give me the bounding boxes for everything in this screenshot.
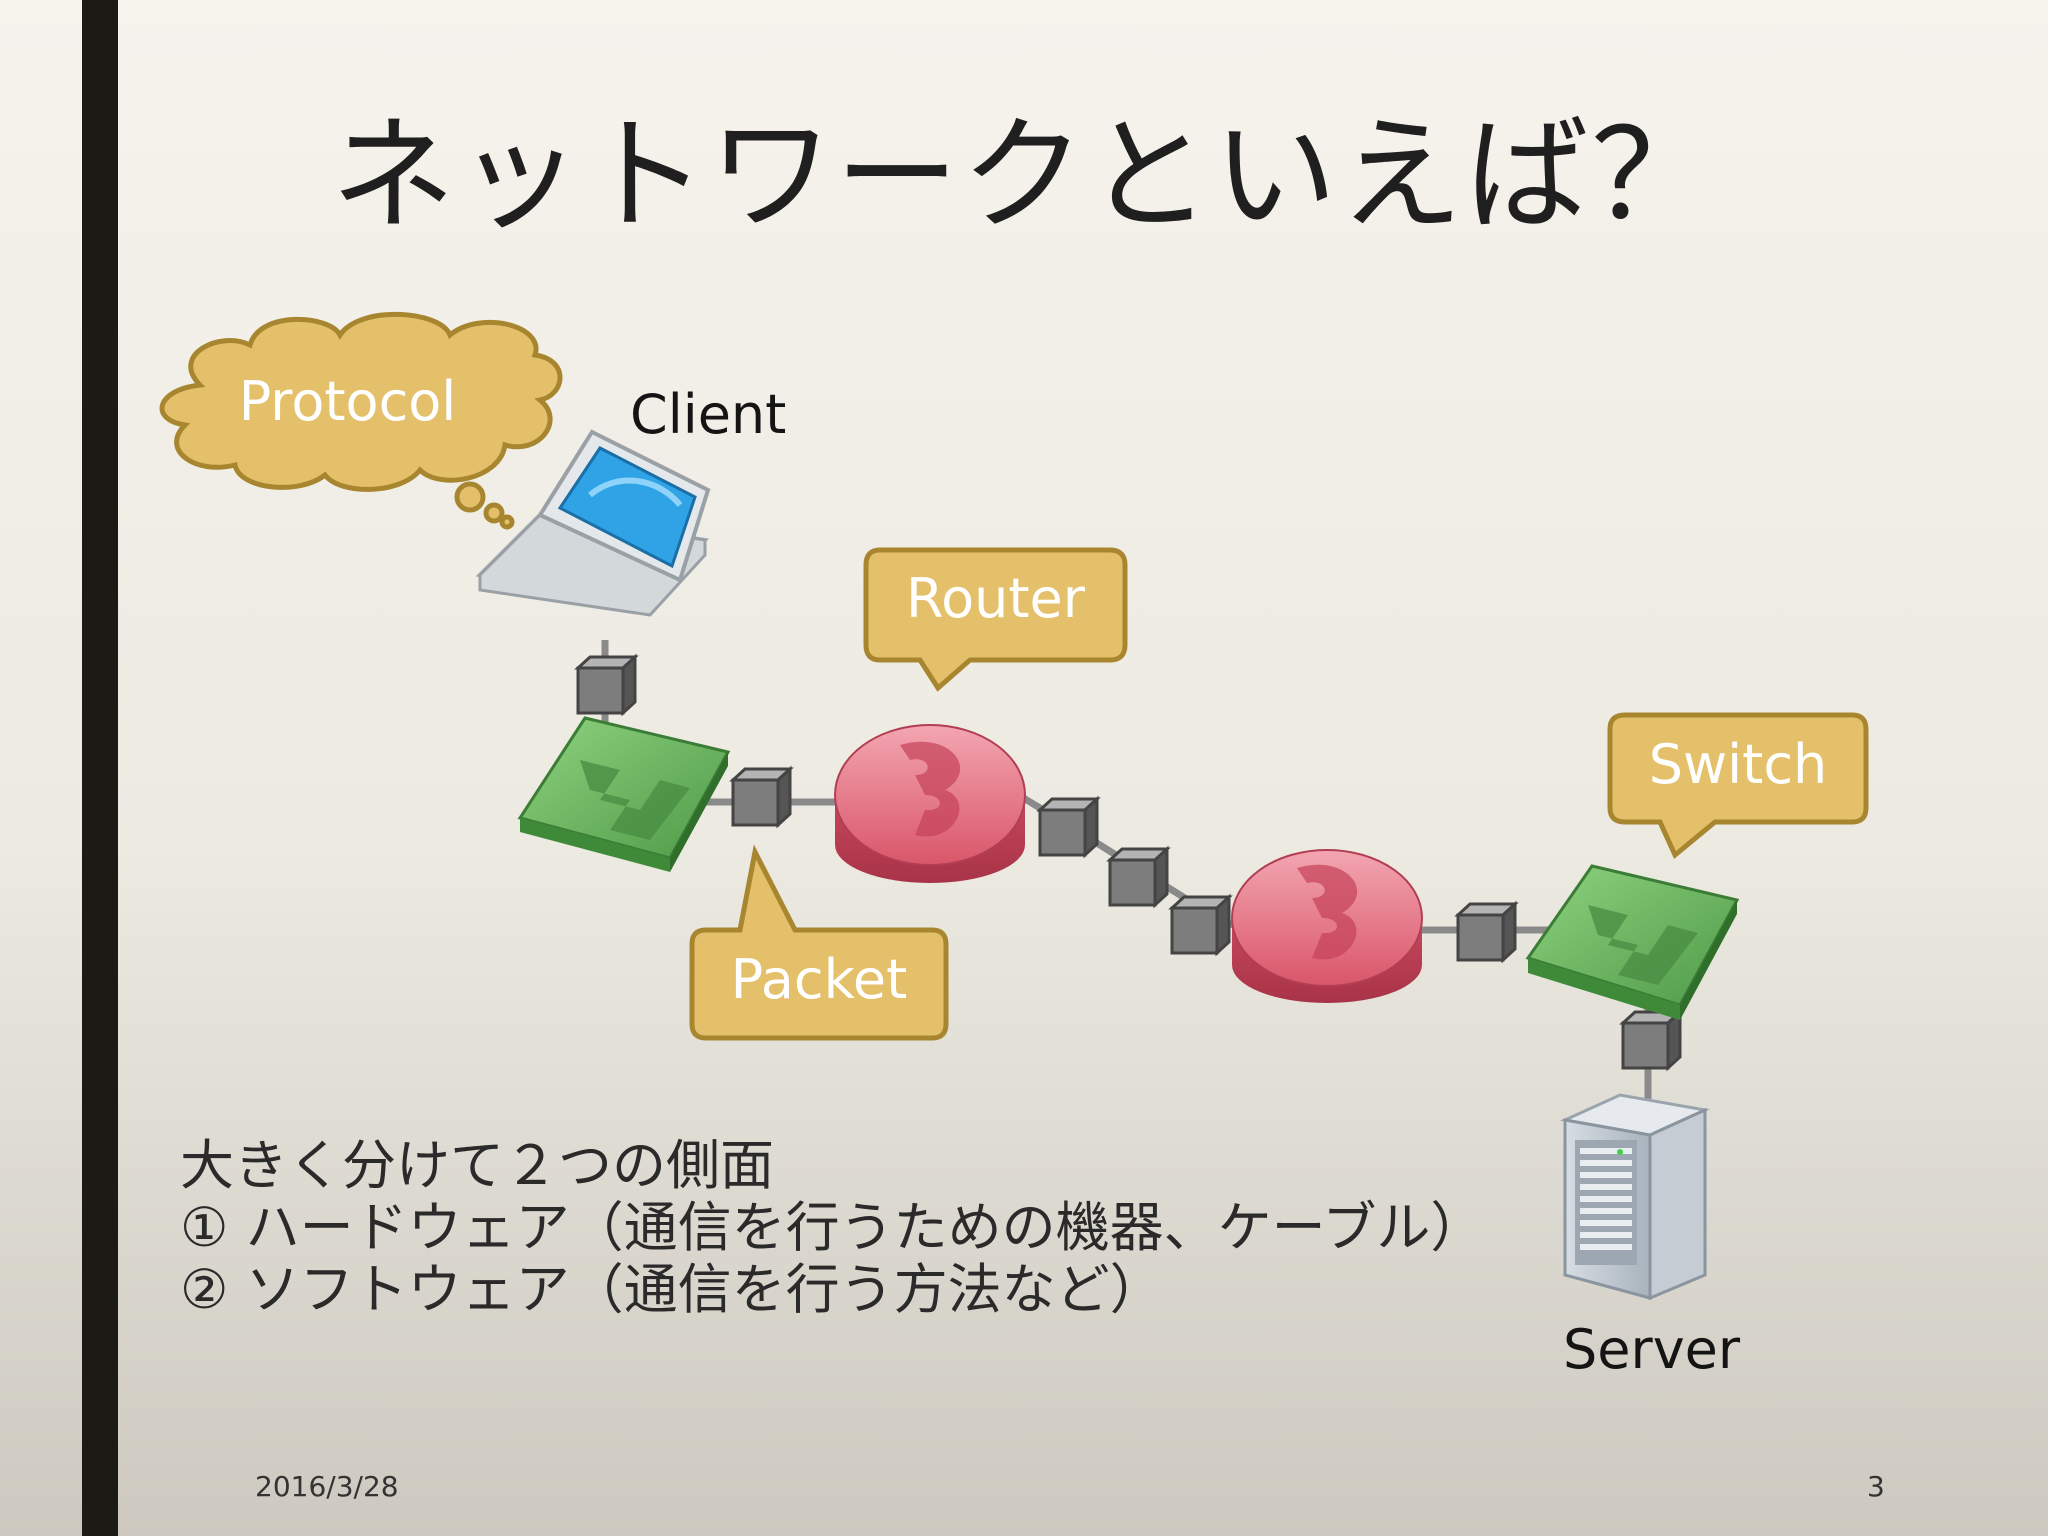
switch-callout-shape — [1607, 712, 1869, 860]
server-icon — [1559, 1093, 1711, 1301]
packet-cube-2 — [729, 765, 794, 829]
router-icon-1 — [834, 724, 1026, 883]
switch-icon-1 — [517, 716, 731, 872]
protocol-callout-label: Protocol — [238, 370, 457, 433]
switch-callout-label: Switch — [1648, 733, 1828, 796]
protocol-cloud-shape — [159, 311, 563, 530]
packet-cube-1 — [574, 653, 639, 717]
packet-cube-3 — [1036, 795, 1101, 859]
footer-date: 2016/3/28 — [255, 1470, 399, 1503]
switch-icon-2 — [1525, 864, 1740, 1020]
body-line-1: 大きく分けて２つの側面 — [180, 1134, 774, 1197]
packet-cube-7 — [1619, 1008, 1684, 1072]
packet-callout-label: Packet — [730, 948, 908, 1011]
router-icon-2 — [1231, 849, 1423, 1003]
packet-callout-shape — [689, 844, 949, 1041]
client-label: Client — [630, 383, 787, 446]
router-callout-shape — [863, 547, 1128, 692]
laptop-icon — [475, 429, 711, 617]
body-line-3: ② ソフトウェア（通信を行う方法など） — [180, 1258, 1164, 1321]
server-label: Server — [1563, 1318, 1741, 1381]
slide-title: ネットワークといえば？ — [330, 104, 1717, 248]
packet-icons — [574, 653, 1684, 1072]
packet-cube-4 — [1106, 845, 1171, 909]
body-line-2: ① ハードウェア（通信を行うための機器、ケーブル） — [180, 1196, 1485, 1259]
body-text: 大きく分けて２つの側面 ① ハードウェア（通信を行うための機器、ケーブル） ② … — [180, 1135, 1484, 1321]
packet-cube-6 — [1454, 900, 1519, 964]
left-accent-bar — [82, 0, 118, 1536]
footer-page-number: 3 — [1867, 1470, 1885, 1503]
router-callout-label: Router — [906, 567, 1085, 630]
packet-cube-5 — [1168, 893, 1233, 957]
